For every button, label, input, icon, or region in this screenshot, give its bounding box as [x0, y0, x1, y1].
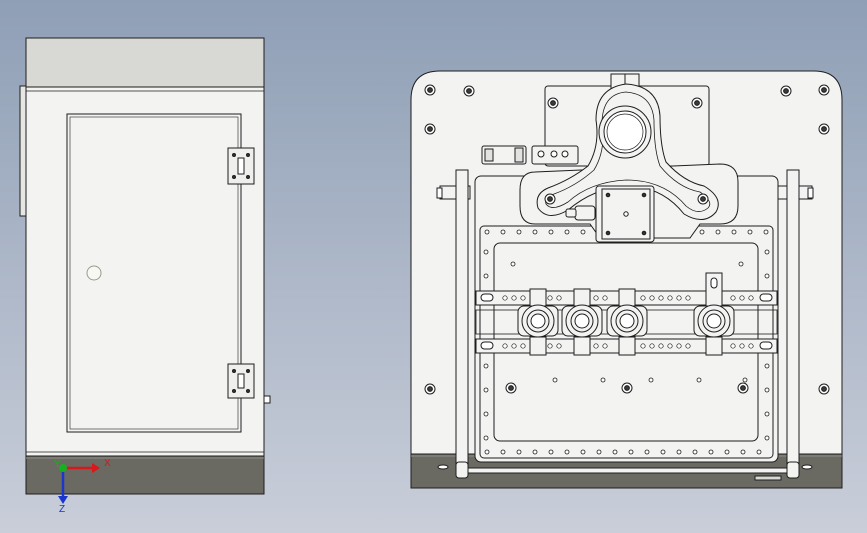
- machine-front-view[interactable]: [410, 70, 843, 489]
- triad-z-label: Z: [59, 504, 66, 515]
- cabinet-side-flange: [19, 85, 27, 217]
- triad-z-arrow: [58, 496, 68, 504]
- junction-box: [565, 185, 655, 243]
- valve-unit-2[interactable]: [561, 288, 603, 356]
- valve-unit-1[interactable]: [517, 288, 559, 356]
- cabinet-side-view[interactable]: [19, 37, 271, 495]
- door-hinge-top: [227, 147, 255, 185]
- triad-y-axis: [59, 464, 67, 472]
- cabinet-base: [25, 455, 265, 495]
- door-knob[interactable]: [86, 265, 102, 281]
- cabinet-top-cap: [25, 37, 265, 88]
- solenoid-block: [481, 145, 579, 165]
- triad-y-label: Y: [54, 459, 61, 470]
- valve-unit-4[interactable]: [693, 272, 735, 356]
- reference-triad[interactable]: [58, 463, 100, 504]
- triad-x-arrow: [92, 463, 100, 473]
- triad-x-label: X: [104, 458, 111, 469]
- valve-unit-3[interactable]: [606, 288, 648, 356]
- door-hinge-bottom: [227, 363, 255, 399]
